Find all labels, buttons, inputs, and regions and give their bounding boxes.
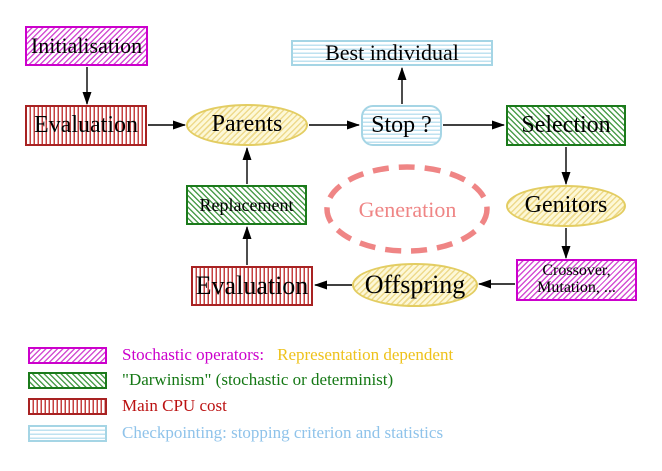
legend-row-checkpointing: Checkpointing: stopping criterion and st…	[28, 423, 444, 442]
generation-cycle-label: Generation	[358, 197, 457, 222]
legend-swatch-stochastic	[28, 346, 107, 364]
legend-label-representation-dependent: Representation dependent	[277, 345, 454, 364]
legend-label-stochastic: Stochastic operators:	[122, 345, 265, 364]
legend-row-stochastic: Stochastic operators: Representation dep…	[28, 345, 454, 364]
legend-label-darwinism: "Darwinism" (stochastic or determinist)	[122, 370, 394, 389]
legend-row-darwinism: "Darwinism" (stochastic or determinist)	[28, 370, 394, 389]
node-parents: Parents	[186, 104, 308, 146]
legend-label-cpu-cost: Main CPU cost	[122, 396, 227, 415]
legend-row-cpu-cost: Main CPU cost	[28, 396, 227, 415]
node-best-individual: Best individual	[291, 40, 493, 66]
node-stop: Stop ?	[361, 105, 442, 146]
crossover-line2: Mutation, ...	[537, 279, 616, 296]
node-evaluation-bottom: Evaluation	[191, 266, 313, 306]
node-initialisation: Initialisation	[25, 26, 148, 66]
crossover-line1: Crossover,	[542, 262, 611, 280]
node-genitors: Genitors	[506, 185, 626, 227]
node-crossover-mutation: Crossover, Mutation, ...	[516, 259, 637, 301]
node-offspring: Offspring	[352, 263, 478, 307]
node-replacement: Replacement	[186, 185, 307, 225]
legend-swatch-darwinism	[28, 371, 107, 389]
legend-swatch-cpu-cost	[28, 397, 107, 415]
node-selection: Selection	[506, 105, 626, 146]
node-evaluation-top: Evaluation	[25, 105, 147, 146]
legend-swatch-checkpointing	[28, 424, 107, 442]
legend-label-checkpointing: Checkpointing: stopping criterion and st…	[122, 423, 444, 442]
